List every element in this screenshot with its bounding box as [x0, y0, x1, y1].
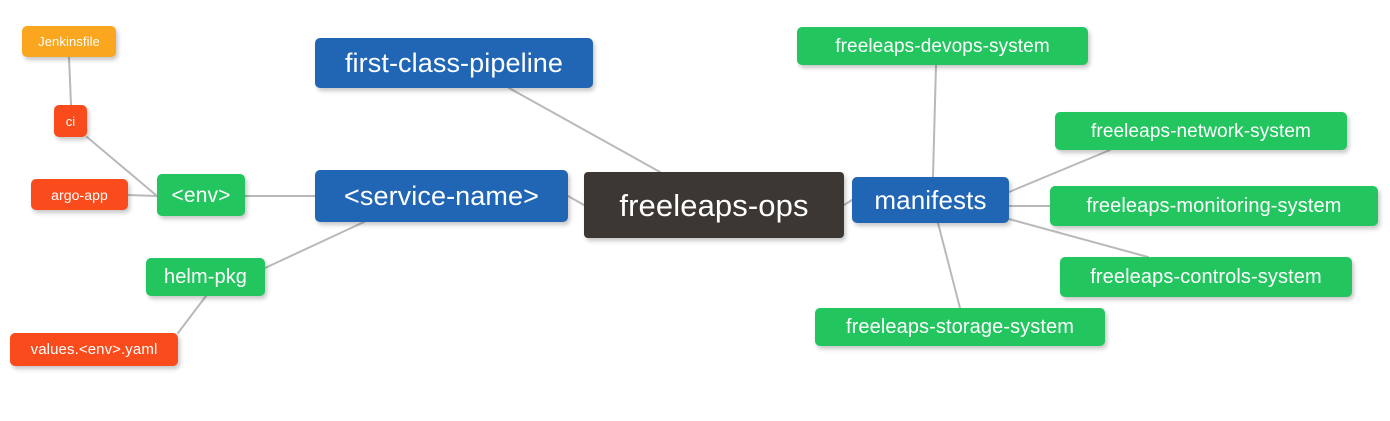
node-first-class-pipeline[interactable]: first-class-pipeline: [315, 38, 593, 88]
edge-manifests-to-devops-system: [932, 64, 937, 178]
node-storage-system[interactable]: freeleaps-storage-system: [815, 308, 1105, 346]
edge-manifests-to-storage-system: [937, 222, 961, 309]
node-values-env-yaml[interactable]: values.<env>.yaml: [10, 333, 178, 366]
node-manifests[interactable]: manifests: [852, 177, 1009, 223]
edge-helm-pkg-to-service-name: [264, 221, 365, 269]
node-freeleaps-ops[interactable]: freeleaps-ops: [584, 172, 844, 238]
node-label: freeleaps-devops-system: [835, 35, 1050, 57]
node-devops-system[interactable]: freeleaps-devops-system: [797, 27, 1088, 65]
node-label: argo-app: [51, 186, 108, 203]
edge-first-class-pipeline-to-freeleaps-ops: [508, 87, 661, 173]
node-label: freeleaps-network-system: [1091, 120, 1311, 142]
node-label: ci: [65, 113, 76, 129]
node-label: <env>: [171, 183, 231, 207]
node-label: freeleaps-controls-system: [1090, 266, 1322, 288]
node-controls-system[interactable]: freeleaps-controls-system: [1060, 257, 1352, 297]
edge-freeleaps-ops-to-manifests: [843, 199, 853, 206]
node-jenkinsfile[interactable]: Jenkinsfile: [22, 26, 116, 57]
node-label: values.<env>.yaml: [30, 341, 158, 358]
edge-jenkinsfile-to-ci: [68, 56, 72, 106]
node-label: Jenkinsfile: [38, 34, 100, 49]
node-env[interactable]: <env>: [157, 174, 245, 216]
edge-service-name-to-freeleaps-ops: [567, 195, 585, 206]
node-label: <service-name>: [344, 180, 539, 211]
node-label: freeleaps-monitoring-system: [1086, 195, 1342, 217]
node-ci[interactable]: ci: [54, 105, 87, 137]
node-service-name[interactable]: <service-name>: [315, 170, 568, 222]
node-label: helm-pkg: [163, 266, 248, 288]
edge-argo-app-to-env: [127, 194, 158, 197]
node-label: freeleaps-storage-system: [845, 316, 1075, 338]
node-network-system[interactable]: freeleaps-network-system: [1055, 112, 1347, 150]
edge-values-env-yaml-to-helm-pkg: [177, 295, 207, 334]
node-argo-app[interactable]: argo-app: [31, 179, 128, 210]
node-monitoring-system[interactable]: freeleaps-monitoring-system: [1050, 186, 1378, 226]
node-label: first-class-pipeline: [344, 47, 564, 78]
node-label: freeleaps-ops: [619, 187, 809, 223]
node-helm-pkg[interactable]: helm-pkg: [146, 258, 265, 296]
node-label: manifests: [874, 185, 987, 215]
